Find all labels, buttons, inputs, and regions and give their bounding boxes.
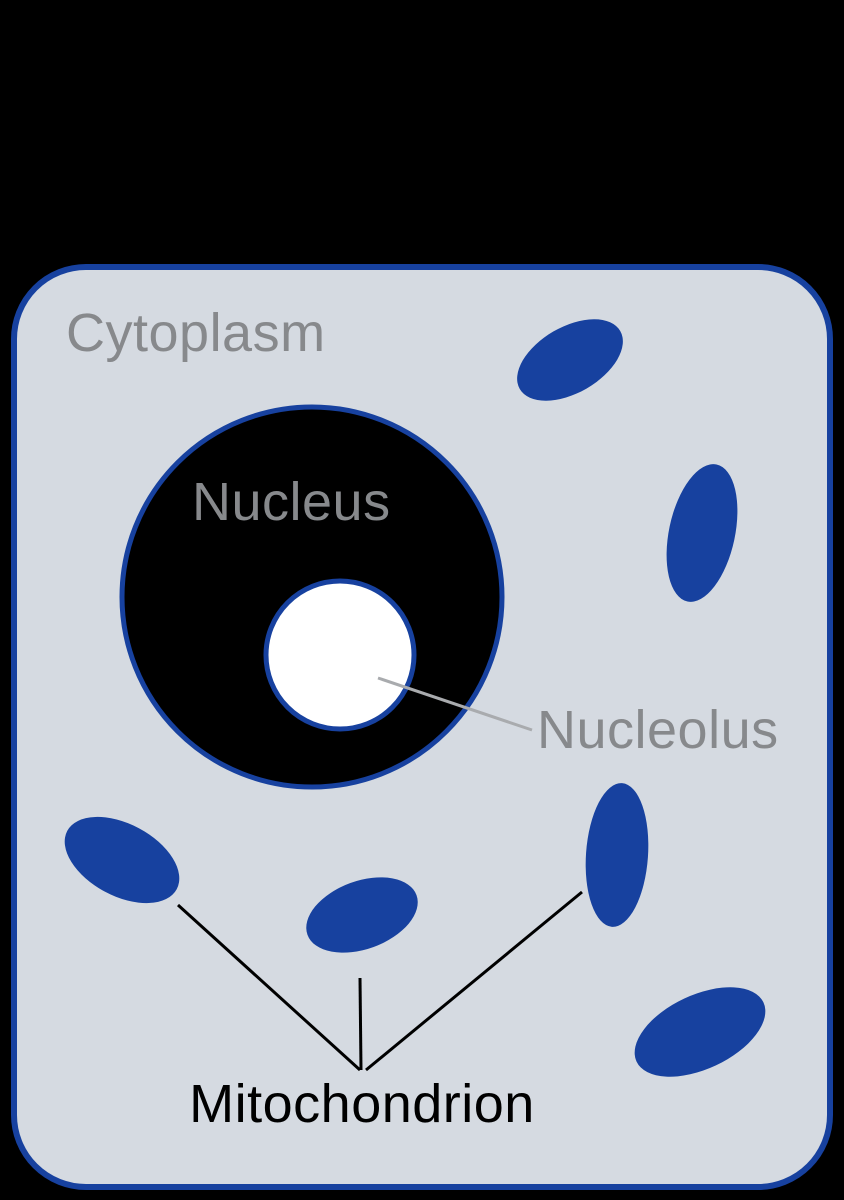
mitochondrion-shape-mid-bottom: [306, 877, 418, 953]
nucleolus-label: Nucleolus: [537, 700, 779, 760]
mitochondrion-shape-right: [666, 464, 738, 602]
nucleus-label: Nucleus: [192, 472, 391, 532]
nucleolus-circle: [263, 578, 417, 732]
mitochondria-group: [64, 319, 766, 1077]
mitochondrion-shape-left: [64, 816, 180, 904]
mitochondrion-shape-top-right: [517, 319, 623, 401]
mitochondrion-pointer-line-middle: [358, 977, 363, 1071]
mitochondrion-pointer-line-right: [365, 890, 583, 1072]
nucleolus-pointer-line: [377, 676, 533, 732]
cytoplasm-label: Cytoplasm: [66, 303, 326, 363]
mitochondrion-pointer-line-left: [176, 903, 362, 1072]
mitochondrion-shape-mid-right: [585, 783, 649, 927]
mitochondrion-shape-bottom-right: [634, 987, 766, 1077]
mitochondrion-pointer-lines: [176, 890, 583, 1072]
mitochondrion-label: Mitochondrion: [189, 1074, 535, 1134]
